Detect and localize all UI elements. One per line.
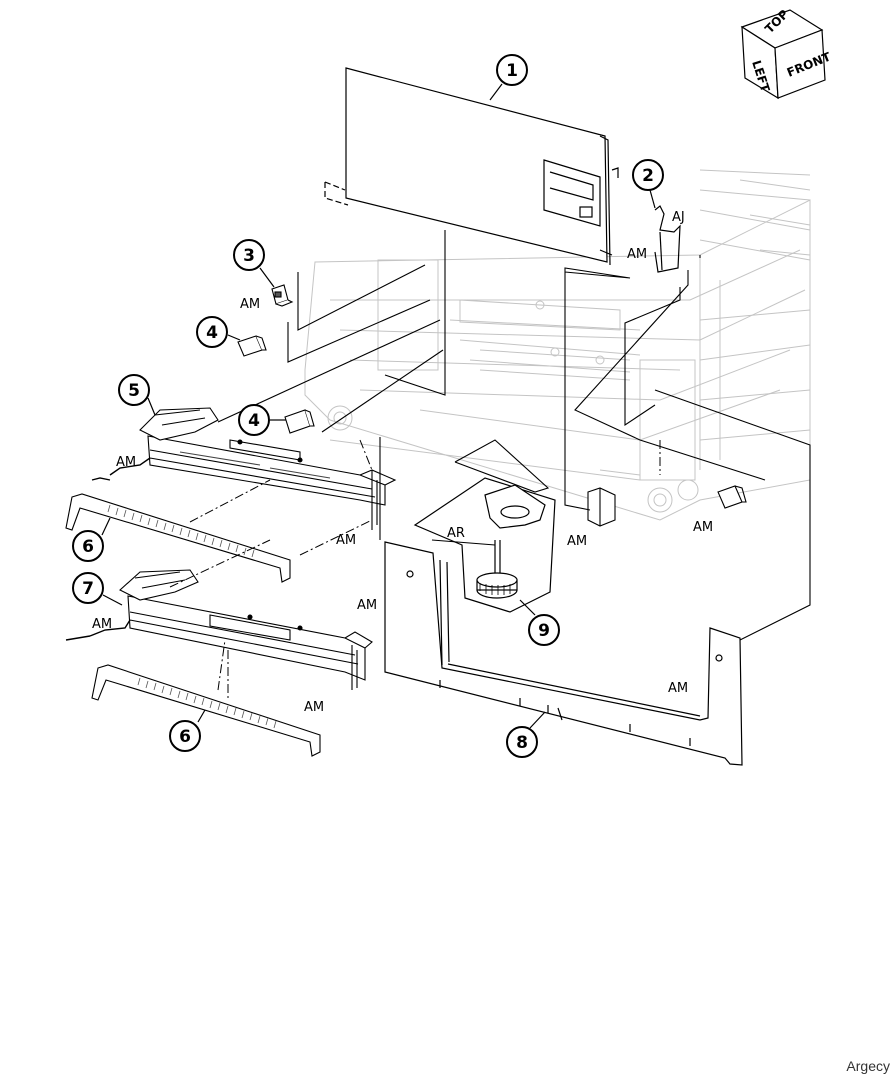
callout-circle-3 bbox=[233, 239, 265, 271]
callout-markers bbox=[72, 54, 664, 758]
part-6-comb-guide-lower bbox=[91, 664, 321, 757]
callout-label-6b: 6 bbox=[179, 727, 191, 747]
callout-circle-9 bbox=[528, 614, 560, 646]
callout-circle-2 bbox=[632, 159, 664, 191]
callout-label-8: 8 bbox=[516, 733, 528, 753]
callout-circle-4b bbox=[238, 404, 270, 436]
code-am-right-bracket: AM bbox=[693, 520, 713, 535]
callout-circle-1 bbox=[496, 54, 528, 86]
part-5-tray-guide-assembly bbox=[91, 407, 397, 530]
code-am-assembly-5-end: AM bbox=[336, 533, 356, 548]
callout-label-6a: 6 bbox=[82, 537, 94, 557]
callout-circle-8 bbox=[506, 726, 538, 758]
callout-circle-4a bbox=[196, 316, 228, 348]
callout-circle-6a bbox=[72, 530, 104, 562]
part-4-cap-upper bbox=[237, 335, 267, 357]
watermark: Argecy bbox=[846, 1058, 890, 1074]
code-am-middle-bracket: AM bbox=[567, 534, 587, 549]
callout-label-5: 5 bbox=[128, 381, 140, 401]
callout-label-3: 3 bbox=[243, 246, 255, 266]
part-6-comb-guide-upper bbox=[65, 493, 291, 583]
code-am-bracket: AM bbox=[627, 247, 647, 262]
code-aj: AJ bbox=[672, 210, 685, 225]
callout-label-2: 2 bbox=[642, 166, 654, 186]
callout-label-4a: 4 bbox=[206, 323, 218, 343]
code-am-connector: AM bbox=[240, 297, 260, 312]
dashed-guide-lines bbox=[169, 430, 661, 700]
callout-label-9: 9 bbox=[538, 621, 550, 641]
part-9-caster-detail bbox=[413, 477, 556, 613]
part-3-connector bbox=[271, 284, 294, 307]
callout-label-4b: 4 bbox=[248, 411, 260, 431]
part-4-cap-middle bbox=[284, 409, 315, 434]
code-am-assembly-7-end: AM bbox=[304, 700, 324, 715]
small-bracket-middle bbox=[587, 487, 616, 527]
code-am-panel-right: AM bbox=[668, 681, 688, 696]
part-7-tray-guide-assembly bbox=[65, 569, 373, 690]
code-am-panel-left: AM bbox=[357, 598, 377, 613]
callout-circle-7 bbox=[72, 572, 104, 604]
callout-numbers: 1 2 3 4 4 5 6 7 6 9 8 bbox=[82, 61, 654, 753]
orientation-cube: TOP LEFT FRONT bbox=[740, 7, 833, 100]
hardware-codes: AJ AM AM AM AM AM AM AM AM AM AM AR bbox=[92, 210, 713, 715]
callout-label-7: 7 bbox=[82, 579, 94, 599]
code-am-assembly-7: AM bbox=[92, 617, 112, 632]
callout-circle-5 bbox=[118, 374, 150, 406]
leader-lines bbox=[217, 230, 811, 641]
code-ar: AR bbox=[447, 526, 465, 541]
part-2-bracket bbox=[654, 205, 681, 273]
small-bracket-right bbox=[717, 485, 747, 509]
code-am-assembly-5: AM bbox=[116, 455, 136, 470]
part-1-cover-panel bbox=[324, 67, 619, 266]
callout-circle-6b bbox=[169, 720, 201, 752]
part-8-side-panel bbox=[384, 541, 743, 766]
callout-label-1: 1 bbox=[506, 61, 518, 81]
